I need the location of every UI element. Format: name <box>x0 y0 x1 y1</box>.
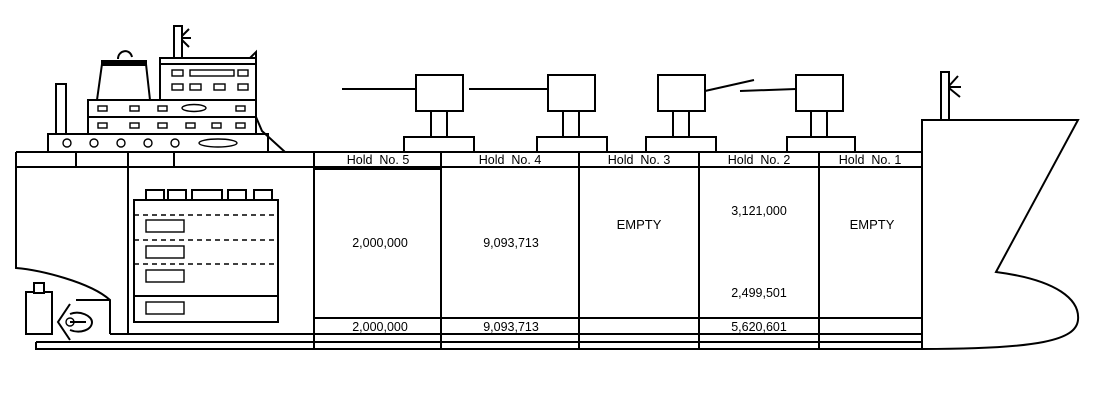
hold-totals: 2,000,000 9,093,713 5,620,601 <box>352 320 787 334</box>
hold-4-value: 9,093,713 <box>483 236 539 250</box>
superstructure <box>47 25 286 153</box>
hold-2-label: Hold No. 2 <box>728 153 791 167</box>
hold-3-label: Hold No. 3 <box>608 153 671 167</box>
hold-5-label: Hold No. 5 <box>347 153 410 167</box>
hold-2-upper-value: 3,121,000 <box>731 204 787 218</box>
hold-1-label: Hold No. 1 <box>839 153 902 167</box>
hold-4-total: 9,093,713 <box>483 320 539 334</box>
hold-5-value: 2,000,000 <box>352 236 408 250</box>
hold-2-total: 5,620,601 <box>731 320 787 334</box>
hold-values: 2,000,000 9,093,713 EMPTY 3,121,000 2,49… <box>352 204 895 300</box>
engine-room <box>127 166 315 335</box>
cargo-holds <box>110 152 923 349</box>
deck-cranes <box>342 74 856 153</box>
hold-3-status: EMPTY <box>617 217 662 232</box>
hold-labels: Hold No. 5 Hold No. 4 Hold No. 3 Hold No… <box>347 153 902 167</box>
hold-2-lower-value: 2,499,501 <box>731 286 787 300</box>
bow <box>921 71 1080 351</box>
hold-1-status: EMPTY <box>850 217 895 232</box>
hold-5-total: 2,000,000 <box>352 320 408 334</box>
hold-4-label: Hold No. 4 <box>479 153 542 167</box>
